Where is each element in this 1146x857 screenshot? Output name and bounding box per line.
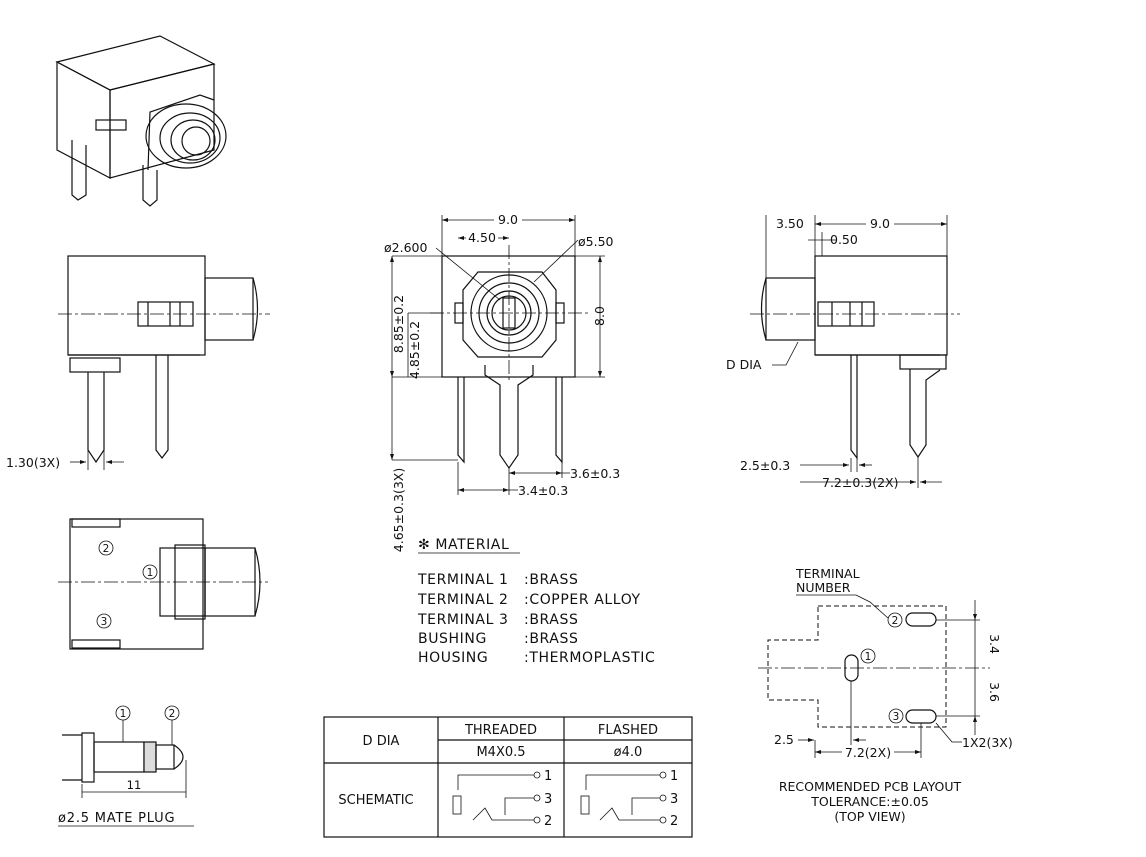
dim-front-width: 9.0 — [498, 212, 518, 227]
schematic-threaded: 1 3 2 — [452, 769, 552, 829]
plug-pin-2: 2 — [169, 708, 176, 720]
left-side-view: 1.30(3X) — [6, 255, 270, 470]
dim-side-width: 9.0 — [870, 216, 890, 231]
pcb-pin-3: 3 — [893, 711, 900, 723]
dim-pin-pitch-a: 3.6±0.3 — [570, 466, 620, 481]
dim-side-pin-a: 2.5±0.3 — [740, 458, 790, 473]
dim-center-height: 4.85±0.2 — [407, 321, 422, 379]
material-part-1: TERMINAL 1 — [417, 572, 509, 588]
dim-front-half: 4.50 — [468, 230, 496, 245]
isometric-view — [55, 35, 227, 207]
material-part-2: TERMINAL 2 — [417, 592, 509, 608]
dim-side-pin-b: 7.2±0.3(2X) — [822, 475, 899, 490]
dim-total-height: 8.85±0.2 — [391, 295, 406, 353]
spec-table: D DIA THREADED FLASHED M4X0.5 ø4.0 SCHEM… — [323, 716, 693, 838]
table-row2-head: SCHEMATIC — [338, 793, 413, 808]
material-part-3: TERMINAL 3 — [417, 612, 509, 628]
pcb-caption-3: (TOP VIEW) — [834, 809, 905, 824]
front-view: 9.0 4.50 ø2.600 ø5.50 8.0 8.85±0.2 4.85±… — [384, 212, 620, 552]
plug-caption: ø2.5 MATE PLUG — [58, 811, 175, 826]
pcb-number-label: NUMBER — [796, 580, 851, 595]
schem1-pin-3: 3 — [544, 792, 552, 807]
material-part-5: HOUSING — [418, 650, 488, 666]
dim-front-height: 8.0 — [592, 306, 607, 326]
dim-hole-dia: ø2.600 — [384, 240, 427, 255]
table-col1-value: M4X0.5 — [476, 745, 525, 760]
pcb-terminal-label: TERMINAL — [795, 566, 860, 581]
table-col2-head: FLASHED — [598, 723, 658, 738]
table-row1-head: D DIA — [363, 734, 400, 749]
pcb-pin-1: 1 — [865, 651, 872, 663]
schem1-pin-2: 2 — [544, 814, 552, 829]
pin-label-2: 2 — [103, 543, 110, 555]
dim-pin-width: 1.30(3X) — [6, 455, 60, 470]
schem2-pin-2: 2 — [670, 814, 678, 829]
dim-side-step: 0.50 — [830, 232, 858, 247]
dim-d-dia: D DIA — [726, 357, 762, 372]
pcb-dim-d: 7.2(2X) — [845, 745, 891, 760]
dim-pin-length: 4.65±0.3(3X) — [391, 468, 406, 552]
pcb-layout: TERMINAL NUMBER 2 1 3 3.4 3.6 7.2(2X) — [758, 566, 1013, 824]
dim-pin-pitch-b: 3.4±0.3 — [518, 483, 568, 498]
material-value-2: :COPPER ALLOY — [524, 592, 641, 608]
pcb-dim-a: 3.4 — [987, 634, 1002, 654]
plug-pin-1: 1 — [120, 708, 127, 720]
mate-plug-view: 1 2 11 ø2.5 MATE PLUG — [58, 705, 194, 827]
schem2-pin-1: 1 — [670, 769, 678, 784]
material-value-4: :BRASS — [524, 631, 578, 647]
material-value-1: :BRASS — [524, 572, 578, 588]
schem1-pin-1: 1 — [544, 769, 552, 784]
material-value-5: :THERMOPLASTIC — [524, 650, 655, 666]
material-title: ✻ MATERIAL — [418, 537, 509, 553]
table-col1-head: THREADED — [464, 723, 537, 738]
pin-label-1: 1 — [147, 567, 154, 579]
pcb-caption-1: RECOMMENDED PCB LAYOUT — [779, 779, 962, 794]
pcb-caption-2: TOLERANCE:±0.05 — [810, 794, 929, 809]
pcb-dim-c: 2.5 — [774, 732, 794, 747]
dim-bushing-dia: ø5.50 — [578, 234, 614, 249]
material-part-4: BUSHING — [418, 631, 487, 647]
pcb-dim-slot: 1X2(3X) — [962, 735, 1013, 750]
pcb-pin-2: 2 — [892, 615, 899, 627]
material-value-3: :BRASS — [524, 612, 578, 628]
top-view: 2 1 3 — [58, 518, 268, 650]
pcb-dim-b: 3.6 — [987, 682, 1002, 702]
right-side-view: 9.0 3.50 0.50 D DIA 2.5±0.3 7.2±0.3(2X) — [726, 215, 960, 490]
schematic-flashed: 1 3 2 — [580, 769, 678, 829]
pin-label-3: 3 — [101, 616, 108, 628]
dim-side-offset: 3.50 — [776, 216, 804, 231]
schem2-pin-3: 3 — [670, 792, 678, 807]
dim-plug-length: 11 — [127, 778, 142, 792]
table-col2-value: ø4.0 — [614, 745, 643, 760]
material-list: ✻ MATERIAL TERMINAL 1 :BRASS TERMINAL 2 … — [417, 537, 655, 666]
